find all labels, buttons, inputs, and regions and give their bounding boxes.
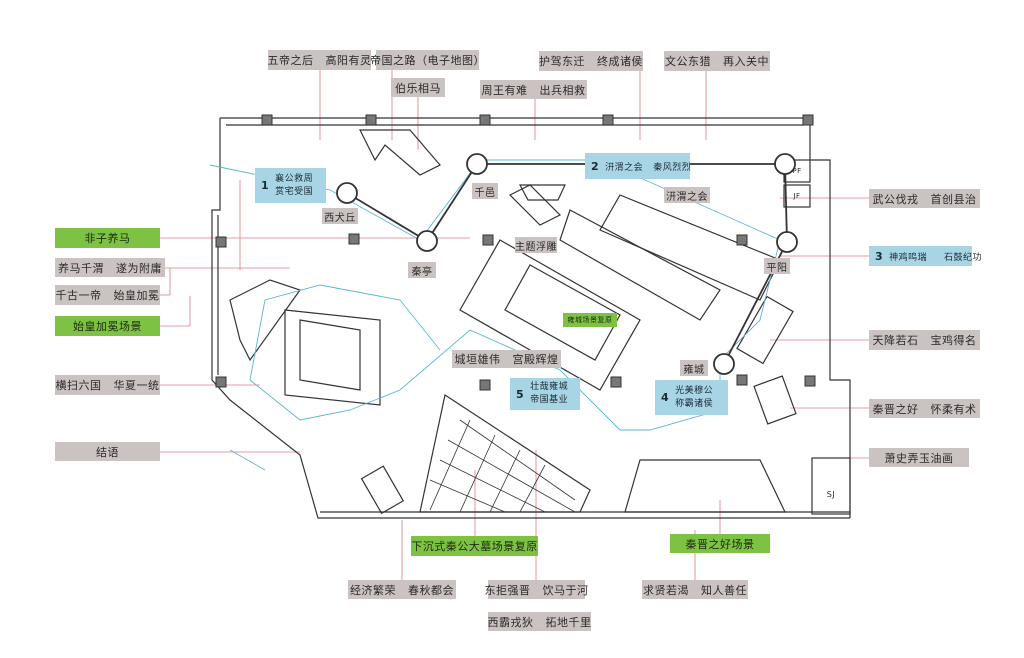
label-wengong: 文公东猎 再入关中 bbox=[664, 51, 770, 71]
label-dongju: 东拒强晋 饮马于河 bbox=[485, 580, 588, 599]
label-qinjin: 秦晋之好 怀柔有术 bbox=[869, 399, 980, 418]
label-yangma: 养马千渭 遂为附庸 bbox=[55, 258, 165, 277]
place-qinting: 秦亭 bbox=[408, 262, 436, 278]
label-tianjiang: 天降若石 宝鸡得名 bbox=[869, 330, 980, 350]
place-qianwei: 汧渭之会 bbox=[664, 187, 710, 203]
section-title: 光美穆公 bbox=[675, 385, 714, 396]
room-code-sj: SJ bbox=[826, 489, 836, 499]
label-qiuxian: 求贤若渴 知人善任 bbox=[642, 580, 748, 599]
label-zhouwang: 周王有难 出兵相救 bbox=[480, 80, 587, 99]
label-wudi: 五帝之后 高阳有灵 bbox=[268, 50, 371, 70]
section-1: 1 襄公救周赏宅受国 bbox=[255, 168, 326, 203]
section-number: 5 bbox=[516, 387, 525, 401]
label-diguo-map: 帝国之路（电子地图） bbox=[370, 50, 485, 70]
room-code-pf: PF bbox=[792, 167, 802, 175]
section-number: 3 bbox=[875, 249, 884, 263]
label-hengsao: 横扫六国 华夏一统 bbox=[55, 375, 160, 395]
label-jingji: 经济繁荣 春秋都会 bbox=[348, 580, 456, 599]
section-title: 襄公救周 bbox=[275, 173, 314, 184]
section-4: 4 光美穆公称霸诸侯 bbox=[655, 380, 728, 415]
walls bbox=[211, 117, 851, 519]
label-tomb-scene: 下沉式秦公大墓场景复原 bbox=[411, 536, 538, 556]
section-subtitle: 帝国基业 bbox=[530, 395, 569, 405]
leader-lines bbox=[160, 70, 869, 580]
section-subtitle: 赏宅受国 bbox=[275, 186, 314, 197]
tomb-grid bbox=[429, 419, 576, 513]
label-bole: 伯乐相马 bbox=[391, 78, 445, 97]
place-relief: 主题浮雕 bbox=[515, 237, 557, 253]
label-qinjin-scene: 秦晋之好场景 bbox=[670, 534, 770, 553]
label-shihuang-scene: 始皇加冕场景 bbox=[55, 316, 160, 336]
chronology-path bbox=[336, 153, 798, 375]
section-number: 4 bbox=[661, 391, 670, 404]
section-number: 2 bbox=[591, 159, 600, 173]
place-xiquanqiu: 西犬丘 bbox=[322, 208, 358, 224]
label-xiba: 西霸戎狄 拓地千里 bbox=[488, 612, 591, 631]
section-subtitle: 称霸诸侯 bbox=[675, 398, 714, 409]
section-title: 汧渭之会 秦风烈烈 bbox=[605, 162, 692, 173]
label-wugong: 武公伐戎 首创县治 bbox=[869, 189, 980, 208]
section-title: 壮哉雍城 bbox=[530, 382, 569, 392]
place-yongcheng: 雍城 bbox=[680, 360, 708, 376]
columns bbox=[215, 114, 816, 391]
label-feizi: 非子养马 bbox=[55, 228, 160, 248]
section-3: 3 神鸡鸣瑞 石鼓纪功 bbox=[869, 246, 981, 266]
label-xiaoshi: 萧史弄玉油画 bbox=[869, 448, 969, 467]
section-title: 神鸡鸣瑞 石鼓纪功 bbox=[889, 252, 982, 263]
label-hujia: 护驾东迁 终成诸侯 bbox=[539, 51, 643, 71]
visitor-route bbox=[209, 159, 781, 471]
section-2: 2 汧渭之会 秦风烈烈 bbox=[585, 153, 692, 179]
label-qiangu: 千古一帝 始皇加冕 bbox=[55, 285, 160, 305]
label-chengyuan: 城垣雄伟 宫殿辉煌 bbox=[452, 350, 561, 368]
place-pingyang: 平阳 bbox=[764, 258, 790, 274]
label-yong-scene: 雍城场景复原 bbox=[563, 313, 617, 327]
section-5: 5 壮哉雍城帝国基业 bbox=[510, 378, 580, 410]
label-jieyu: 结语 bbox=[55, 442, 160, 461]
place-qianyi: 千邑 bbox=[472, 183, 498, 199]
section-number: 1 bbox=[261, 179, 270, 192]
room-code-jf: JF bbox=[793, 192, 801, 200]
